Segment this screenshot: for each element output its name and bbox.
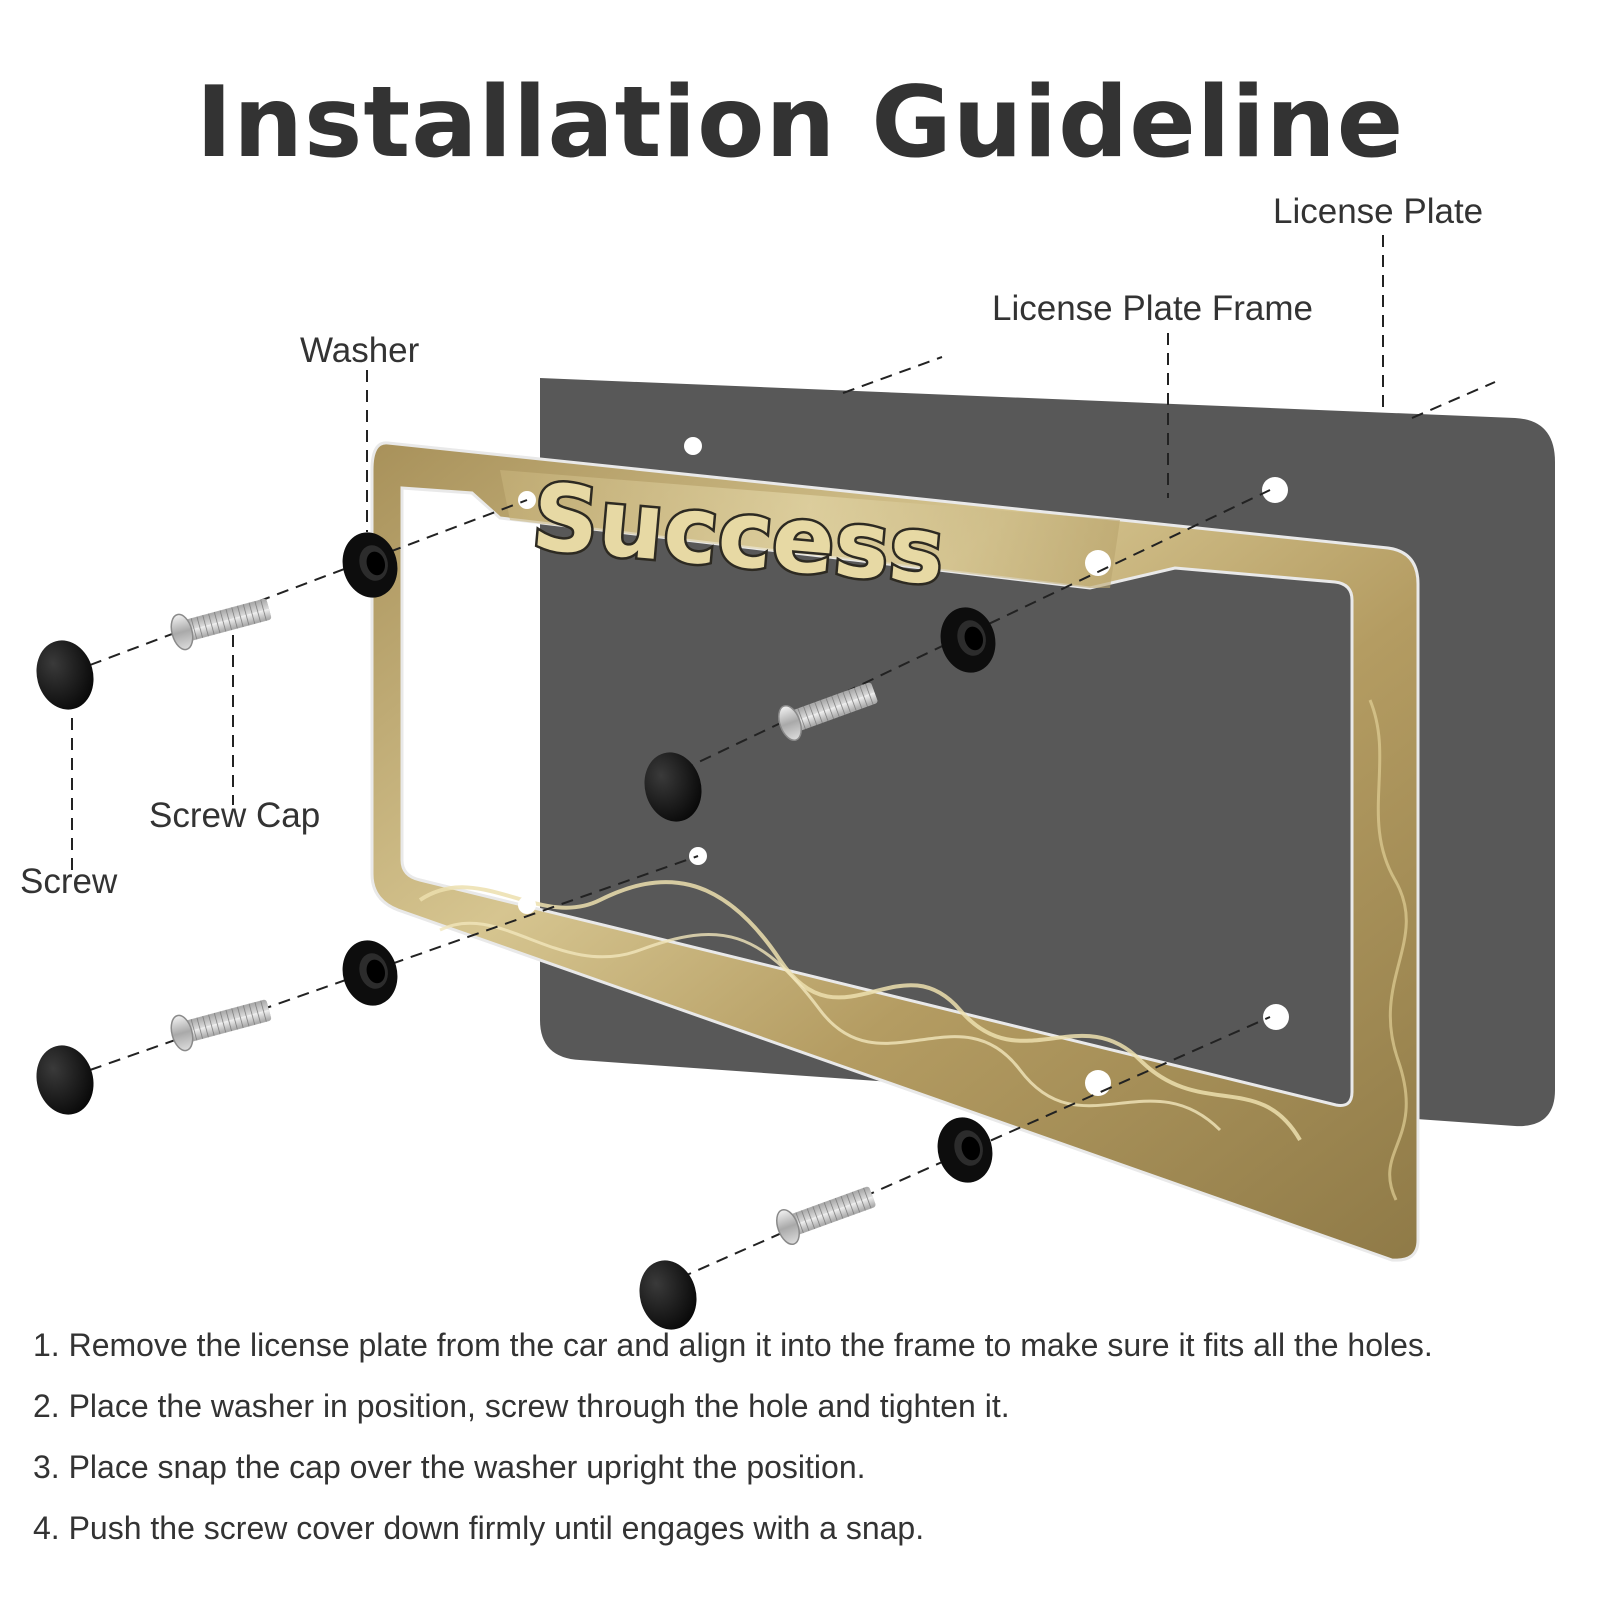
label-washer: Washer (300, 331, 420, 370)
screw (776, 1186, 876, 1246)
instruction-step: 3. Place snap the cap over the washer up… (33, 1449, 866, 1485)
alignment-line (89, 499, 528, 666)
instruction-step: 2. Place the washer in position, screw t… (33, 1388, 1010, 1424)
callout-labels: License Plate License Plate Frame Washer… (20, 192, 1483, 901)
frame-hole (1085, 1070, 1111, 1096)
hardware-set (644, 607, 996, 822)
plate-hole (1263, 1004, 1289, 1030)
page-title: Installation Guideline (195, 66, 1405, 180)
screw (778, 682, 878, 742)
screw (170, 598, 272, 651)
plate-hole (684, 437, 702, 455)
label-license-plate-frame: License Plate Frame (992, 289, 1313, 328)
hardware-set (36, 940, 398, 1115)
instruction-step: 4. Push the screw cover down firmly unti… (33, 1510, 925, 1546)
screw (170, 999, 272, 1052)
frame-hole (518, 896, 536, 914)
washer (342, 940, 398, 1006)
alignment-line (842, 356, 943, 394)
frame-ornament (418, 880, 1302, 1141)
screw-cap (639, 1260, 697, 1330)
alignment-line (1411, 381, 1496, 419)
frame-body (370, 441, 1420, 1262)
hardware-set (639, 1117, 993, 1330)
instruction-steps: 1. Remove the license plate from the car… (33, 1325, 1433, 1569)
washer (342, 532, 398, 598)
plate-hole (1262, 477, 1288, 503)
label-screw-cap: Screw Cap (149, 796, 320, 835)
screw-cap (36, 1045, 94, 1115)
frame-ornament (439, 921, 1222, 1132)
screw-cap (36, 640, 94, 710)
label-license-plate: License Plate (1273, 192, 1483, 231)
washer (940, 607, 996, 673)
frame-ornament (1368, 699, 1408, 1201)
washer (937, 1117, 993, 1183)
instruction-step: 1. Remove the license plate from the car… (33, 1327, 1433, 1363)
hardware-set (36, 532, 398, 710)
screw-cap (644, 752, 702, 822)
frame-banner (500, 470, 1120, 588)
label-screw: Screw (20, 862, 118, 901)
